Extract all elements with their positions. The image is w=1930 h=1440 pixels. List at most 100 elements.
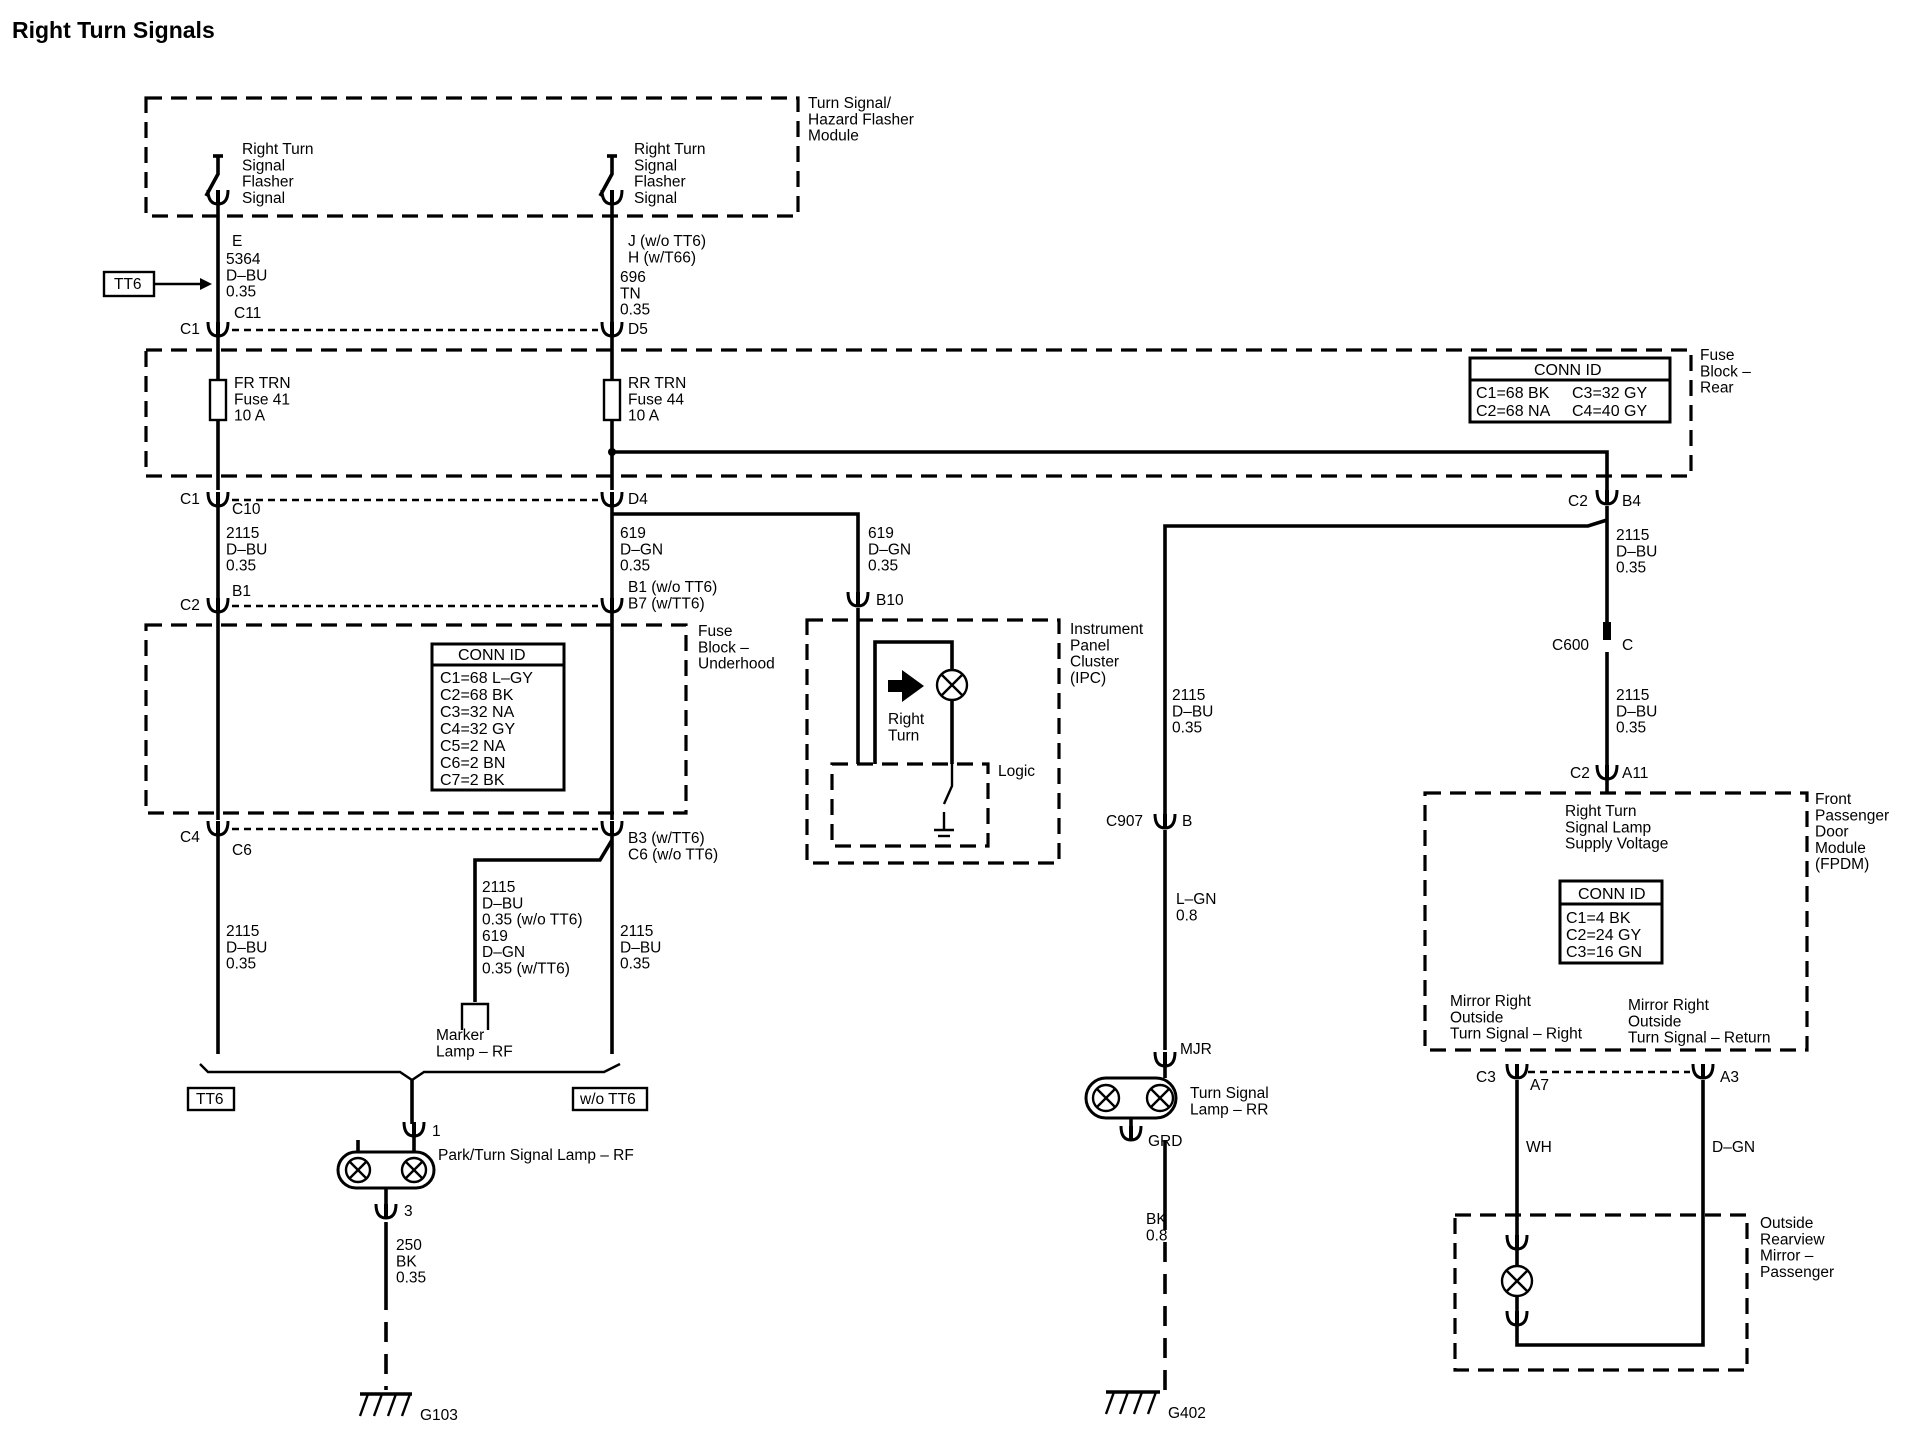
conn-id-rear-table: CONN ID C1=68 BK C3=32 GY C2=68 NA C4=40… (1468, 356, 1672, 424)
svg-text:C5=2 NA: C5=2 NA (440, 738, 506, 755)
pin-a11: A11 (1622, 765, 1648, 782)
svg-text:C3=16 GN: C3=16 GN (1566, 944, 1642, 961)
pin-c2-a11: C2 (1570, 765, 1590, 782)
c600-connector-icon (1603, 622, 1611, 640)
svg-text:w/o TT6: w/o TT6 (579, 1091, 636, 1108)
ipc-bulb-icon (935, 668, 969, 702)
pin-b: B (1182, 813, 1192, 830)
turn-lamp-rr-icon (1084, 1064, 1178, 1128)
pin-d4: D4 (628, 491, 648, 508)
pin-b3-c6: B3 (w/TT6)C6 (w/o TT6) (628, 830, 718, 863)
wire-rear-splice (612, 450, 1609, 490)
pin-c1-top: C1 (180, 321, 200, 338)
svg-text:CONN ID: CONN ID (1578, 886, 1646, 903)
ground-g402-label: G402 (1168, 1405, 1206, 1422)
svg-text:C1=4 BK: C1=4 BK (1566, 910, 1631, 927)
park-turn-lamp-label: Park/Turn Signal Lamp – RF (438, 1147, 634, 1164)
svg-text:C2=68 BK: C2=68 BK (440, 687, 514, 704)
pin-1: 1 (432, 1123, 441, 1140)
svg-text:C7=2 BK: C7=2 BK (440, 772, 505, 789)
svg-text:C3=32 GY: C3=32 GY (1572, 385, 1647, 402)
pin-j-h: J (w/o TT6)H (w/T66) (628, 233, 706, 266)
wire-label-dgn: D–GN (1712, 1139, 1755, 1156)
fuse-rr-icon (602, 378, 622, 422)
wire-marker (473, 839, 614, 1002)
svg-text:TT6: TT6 (114, 276, 142, 293)
tt6-arrow-flag: TT6 (102, 270, 212, 298)
fpdm-box (1423, 791, 1809, 1052)
fuse-fr-icon (208, 378, 228, 422)
pin-c2-right: C2 (1568, 493, 1588, 510)
pin-c3: C3 (1476, 1069, 1496, 1086)
wire-619-ipc (612, 512, 860, 592)
svg-text:CONN ID: CONN ID (458, 647, 526, 664)
diagram-title: Right Turn Signals (12, 17, 215, 43)
pin-d5: D5 (628, 321, 648, 338)
wire-b4-to-c907 (1163, 518, 1608, 814)
wire-dgn (1515, 1080, 1705, 1347)
flasher-left-switch-icon (204, 154, 223, 197)
pin-e: E (232, 233, 242, 250)
ground-g103-icon (358, 1392, 412, 1417)
svg-text:TT6: TT6 (196, 1091, 224, 1108)
fuse-block-rear-box (144, 348, 1693, 478)
svg-text:C3=32 NA: C3=32 NA (440, 704, 515, 721)
marker-lamp-icon (460, 1002, 490, 1030)
wo-tt6-bottom-flag: w/o TT6 (571, 1086, 649, 1112)
pin-c600: C600 (1552, 637, 1589, 654)
park-turn-lamp-icon (336, 1136, 436, 1204)
ipc-box (805, 618, 1061, 865)
pin-grd: GRD (1148, 1133, 1182, 1150)
svg-text:C4=32 GY: C4=32 GY (440, 721, 515, 738)
svg-text:C4=40 GY: C4=40 GY (1572, 403, 1647, 420)
pin-c11: C11 (234, 305, 261, 322)
pin-mjr: MJR (1180, 1041, 1212, 1058)
pin-b10: B10 (876, 592, 904, 609)
merge-bracket (199, 1062, 621, 1082)
svg-text:C2=24 GY: C2=24 GY (1566, 927, 1641, 944)
wire-label-wh: WH (1526, 1139, 1552, 1156)
pin-c2-left: C2 (180, 597, 200, 614)
svg-text:C1=68 L–GY: C1=68 L–GY (440, 670, 533, 687)
pin-b4: B4 (1622, 493, 1641, 510)
pin-c1-mid: C1 (180, 491, 200, 508)
svg-text:CONN ID: CONN ID (1534, 362, 1602, 379)
connectors (206, 189, 1715, 1327)
right-arrow-icon (888, 670, 924, 702)
pin-b1-b7: B1 (w/o TT6)B7 (w/TT6) (628, 579, 717, 612)
pin-c4: C4 (180, 829, 200, 846)
mirror-bulb-icon (1500, 1250, 1534, 1312)
pin-a3: A3 (1720, 1069, 1739, 1086)
pin-b1-left: B1 (232, 583, 251, 600)
pin-a7: A7 (1530, 1077, 1549, 1094)
pin-c6: C6 (232, 842, 252, 859)
splice-dot (608, 448, 616, 456)
pin-c10: C10 (232, 501, 261, 518)
wire-ipc-lamp (873, 640, 954, 764)
pin-c: C (1622, 637, 1633, 654)
